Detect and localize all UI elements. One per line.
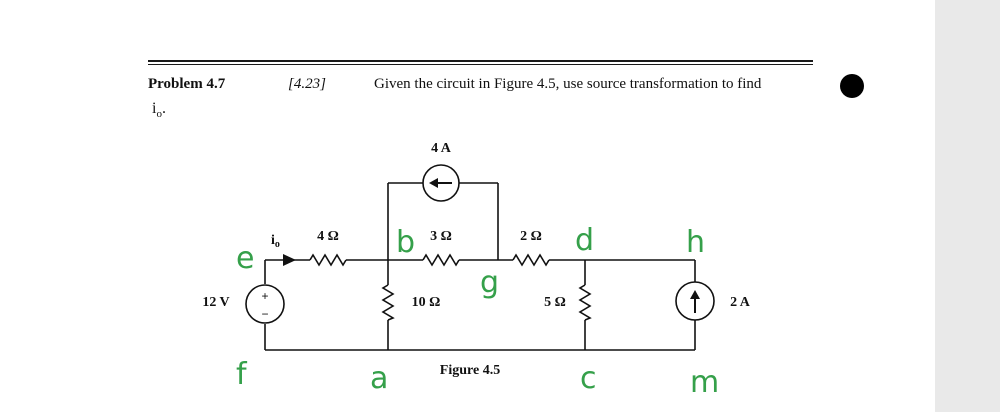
handwritten-node-m: m	[690, 365, 719, 400]
arrow-up-icon	[690, 290, 700, 313]
label-5-ohm: 5 Ω	[544, 295, 566, 310]
circuit-wires	[264, 182, 696, 351]
voltage-source-12v	[245, 284, 285, 324]
handwritten-node-d: d	[575, 223, 594, 258]
label-2a: 2 A	[730, 295, 751, 310]
label-3-ohm: 3 Ω	[430, 229, 452, 244]
resistor-2-ohm	[512, 253, 550, 267]
figure-caption: Figure 4.5	[440, 363, 500, 378]
resistor-10-ohm	[381, 284, 395, 321]
io-arrow-icon	[283, 254, 296, 266]
label-2-ohm: 2 Ω	[520, 229, 542, 244]
voltage-plus-sign: +	[261, 289, 268, 303]
resistor-4-ohm	[309, 253, 347, 267]
problem-label: Problem 4.7	[148, 76, 226, 92]
document-page: Problem 4.7 [4.23] Given the circuit in …	[0, 0, 935, 412]
circuit-diagram: + − 4 A 4 Ω 3 Ω 2 Ω 10 Ω 5 Ω 12 V 2 A io…	[202, 141, 751, 400]
label-4a: 4 A	[431, 141, 452, 156]
unknown-variable: io.	[152, 100, 166, 121]
label-12v: 12 V	[202, 295, 229, 310]
handwritten-node-c: c	[580, 361, 597, 396]
voltage-minus-sign: −	[261, 307, 268, 321]
handwritten-node-g: g	[480, 265, 499, 300]
arrow-left-icon	[429, 178, 452, 188]
label-4-ohm: 4 Ω	[317, 229, 339, 244]
resistor-3-ohm	[422, 253, 460, 267]
handwritten-node-b: b	[396, 225, 415, 260]
label-io: io	[271, 233, 280, 250]
label-10-ohm: 10 Ω	[412, 295, 441, 310]
handwritten-node-f: f	[236, 357, 248, 392]
bullet-dot-icon	[840, 74, 864, 98]
problem-prompt: Given the circuit in Figure 4.5, use sou…	[374, 76, 762, 92]
handwritten-node-a: a	[370, 361, 388, 396]
unknown-subscript: o	[156, 108, 162, 121]
problem-reference: [4.23]	[288, 76, 326, 92]
handwritten-node-e: e	[236, 241, 254, 276]
handwritten-node-h: h	[686, 225, 705, 260]
viewer-side-margin	[935, 0, 1000, 412]
resistor-5-ohm	[578, 284, 592, 321]
header-rule-top	[148, 60, 813, 62]
unknown-period: .	[161, 100, 166, 117]
header-rule-bottom	[148, 64, 813, 65]
